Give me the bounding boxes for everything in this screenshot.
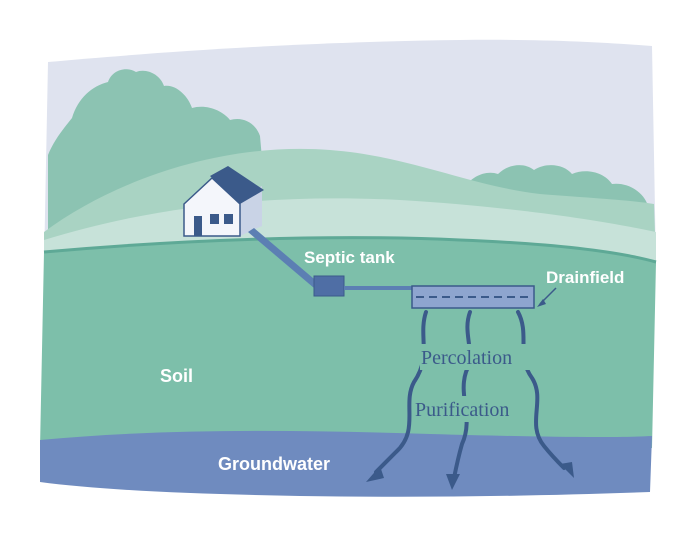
- septic-tank-label: Septic tank: [304, 248, 395, 267]
- flow-arrowhead-right: [560, 462, 574, 478]
- drainfield-pointer-head: [537, 299, 546, 307]
- house-window-right: [224, 214, 233, 224]
- drainfield-label: Drainfield: [546, 268, 624, 287]
- soil-label: Soil: [160, 366, 193, 386]
- percolation-label: Percolation: [421, 347, 512, 369]
- purification-label-pad: [414, 396, 530, 422]
- house: [183, 166, 264, 237]
- flow-arrowhead-left: [366, 466, 384, 482]
- percolation-label-pad: [420, 344, 530, 370]
- house-roof: [210, 166, 264, 204]
- flow-arrowhead-middle: [446, 474, 460, 490]
- house-window-left: [210, 214, 219, 224]
- septic-tank: [313, 275, 345, 297]
- horizon-line: [43, 236, 657, 264]
- purification-label: Purification: [415, 399, 509, 421]
- house-to-tank-pipe: [248, 228, 320, 288]
- groundwater-label: Groundwater: [218, 454, 330, 474]
- drainfield: [411, 285, 535, 309]
- house-door: [194, 216, 202, 236]
- groundwater-layer: [40, 430, 652, 497]
- tank-to-drainfield-pipe: [344, 286, 414, 290]
